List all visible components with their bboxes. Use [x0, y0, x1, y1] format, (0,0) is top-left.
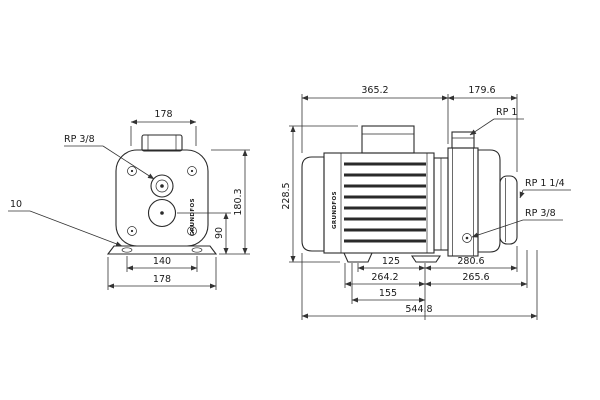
- dim-side-total-height: 228.5: [281, 125, 358, 263]
- front-top-cap: [141, 134, 183, 152]
- front-foot-hole: [121, 247, 133, 253]
- dim-label-front-base-width: 178: [153, 274, 171, 285]
- dim-label-end-to-foot: 264.2: [371, 272, 398, 283]
- dim-label-head-length: 179.6: [468, 85, 495, 96]
- dim-label-foot-hole-dia: 10: [10, 199, 22, 210]
- top-outlet-port: [451, 131, 475, 149]
- label-drain-port: RP 3/8: [525, 208, 556, 219]
- dim-label-total-length: 544.8: [405, 304, 432, 315]
- brand-logo-text: GRUNDFOS: [332, 191, 338, 229]
- callout-front-discharge-port: RP 3/8: [64, 134, 155, 180]
- label-inlet-port: RP 1 1/4: [525, 178, 565, 189]
- corner-screw: [127, 226, 137, 236]
- dim-label-foot-spacing: 125: [382, 256, 400, 267]
- callout-front-foot-hole: 10: [8, 199, 123, 247]
- inlet-port: [499, 175, 518, 245]
- dim-label-front-top-width: 178: [154, 109, 172, 120]
- corner-screw: [127, 166, 137, 176]
- dim-side-top-lengths: 365.2 179.6: [301, 85, 518, 172]
- drain-plug: [462, 233, 472, 243]
- label-top-port: RP 1: [496, 107, 517, 118]
- dim-label-foot-to-port-end: 280.6: [457, 256, 484, 267]
- front-upper-port: [150, 174, 174, 198]
- callout-top-port: RP 1: [469, 107, 524, 136]
- motor-foot: [343, 252, 373, 263]
- callout-inlet-port: RP 1 1/4: [519, 178, 571, 199]
- corner-screw: [187, 226, 197, 236]
- dim-front-base-width: 178: [107, 257, 217, 290]
- label-front-discharge-port: RP 3/8: [64, 134, 95, 145]
- front-view: GRUNDFOS 178 RP 3/8 10 180.3 90: [8, 109, 250, 290]
- front-base: [106, 245, 218, 255]
- dim-front-top-width: 178: [130, 109, 197, 146]
- terminal-box: [361, 125, 415, 154]
- dim-label-side-total-height: 228.5: [281, 182, 292, 209]
- front-pump-body: GRUNDFOS: [106, 134, 218, 255]
- dim-front-foot-spacing: 140: [126, 256, 198, 272]
- side-view: GRUNDFOS 365.2 179.6 RP 1 228.5 RP 1 1/4: [281, 85, 571, 320]
- corner-screw: [187, 166, 197, 176]
- suction-chamber: [477, 149, 501, 253]
- brand-logo-text: GRUNDFOS: [190, 198, 196, 236]
- motor-fins: [344, 162, 426, 243]
- front-foot-hole: [191, 247, 203, 253]
- pump-foot: [410, 255, 442, 263]
- dim-label-front-total-height: 180.3: [233, 188, 244, 215]
- fan-cover: [301, 156, 325, 252]
- callout-drain-port: RP 3/8: [471, 208, 563, 238]
- dim-label-end-to-foot-hole: 155: [379, 288, 397, 299]
- motor-body: [323, 152, 435, 254]
- dim-label-front-port-height: 90: [214, 227, 225, 239]
- dim-label-front-foot-spacing: 140: [153, 256, 171, 267]
- side-pump-body: GRUNDFOS: [301, 125, 518, 263]
- dim-side-bottom-lengths: 125 280.6 264.2 265.6 155 544.8: [301, 246, 538, 320]
- front-lower-port: [147, 198, 177, 228]
- dim-label-motor-length: 365.2: [361, 85, 388, 96]
- dim-front-port-height: 90: [177, 212, 231, 255]
- dim-label-foot-to-end: 265.6: [462, 272, 489, 283]
